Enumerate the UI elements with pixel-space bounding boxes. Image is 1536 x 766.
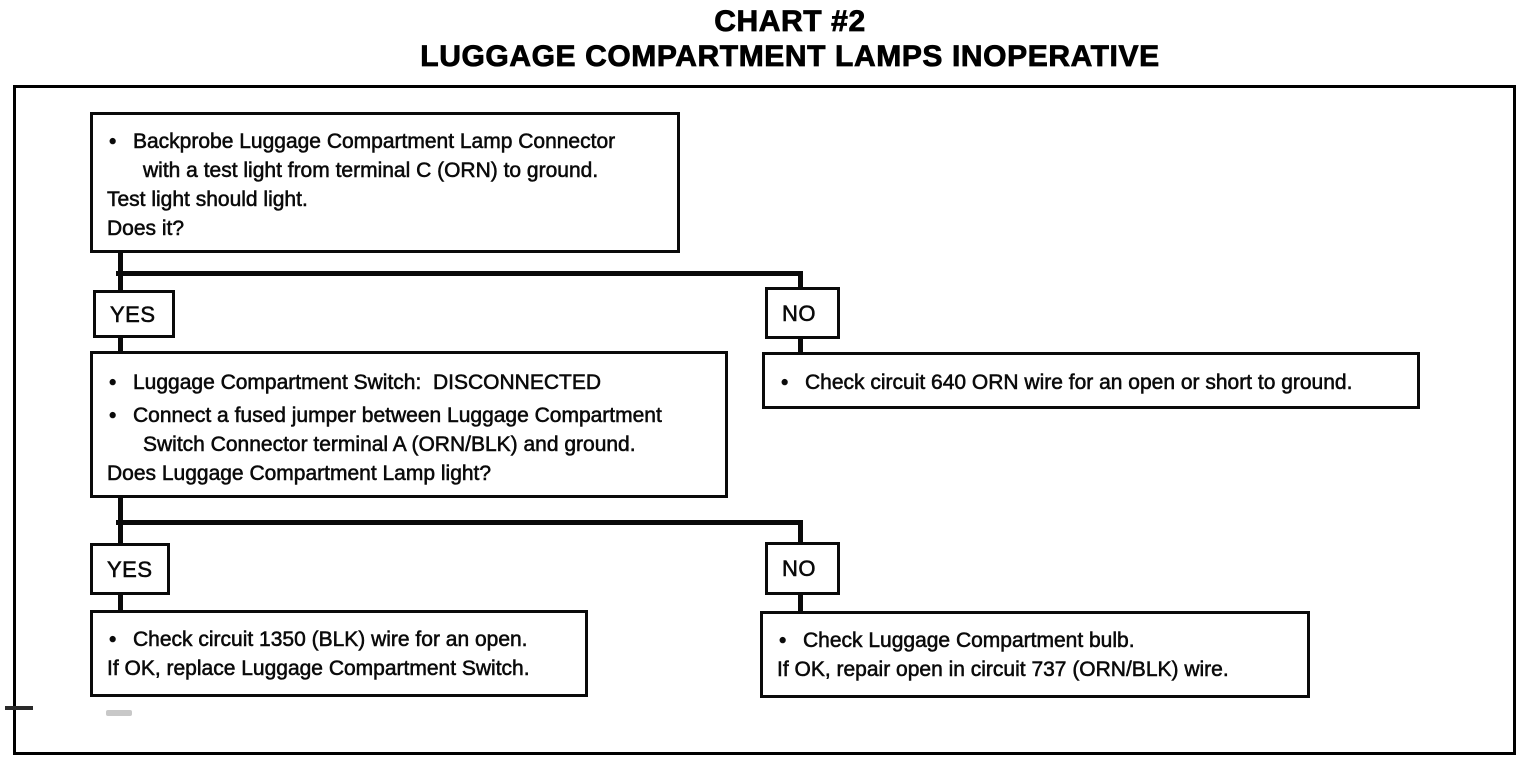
connector-branch1-bar bbox=[116, 271, 803, 276]
step2-bullet2-line2: Switch Connector terminal A (ORN/BLK) an… bbox=[143, 433, 636, 457]
bullet-icon: • bbox=[109, 628, 117, 652]
chart-title-line2: LUGGAGE COMPARTMENT LAMPS INOPERATIVE bbox=[420, 40, 1160, 74]
connector-branch2-bar bbox=[116, 520, 803, 525]
step1-bullet1-line2: with a test light from terminal C (ORN) … bbox=[143, 159, 599, 183]
connector-no2-out bbox=[798, 595, 803, 612]
scan-artifact bbox=[5, 706, 33, 710]
chart-outer-border bbox=[13, 85, 1516, 755]
connector-no1-out bbox=[798, 339, 803, 353]
branch2-yes-label: YES bbox=[107, 556, 153, 582]
connector-yes1-out bbox=[118, 338, 123, 352]
bullet-icon: • bbox=[109, 130, 117, 154]
no2-result-line1: •Check Luggage Compartment bulb. bbox=[777, 626, 1297, 655]
yes2-result-box: •Check circuit 1350 (BLK) wire for an op… bbox=[90, 610, 588, 697]
step1-statement: Test light should light. bbox=[107, 188, 308, 212]
no2-result-line2: If OK, repair open in circuit 737 (ORN/B… bbox=[777, 658, 1229, 682]
yes2-result-line1: •Check circuit 1350 (BLK) wire for an op… bbox=[107, 625, 575, 654]
step1-bullet1-line1: •Backprobe Luggage Compartment Lamp Conn… bbox=[107, 127, 667, 156]
step2-bullet1: •Luggage Compartment Switch: DISCONNECTE… bbox=[107, 368, 715, 397]
connector-branch1-no-stem bbox=[798, 271, 803, 288]
bullet-icon: • bbox=[109, 371, 117, 395]
branch1-no-box: NO bbox=[765, 287, 840, 339]
step2-box: •Luggage Compartment Switch: DISCONNECTE… bbox=[90, 351, 728, 498]
bullet-icon: • bbox=[781, 371, 789, 395]
branch1-yes-label: YES bbox=[110, 301, 156, 327]
bullet-icon: • bbox=[779, 629, 787, 653]
branch1-yes-box: YES bbox=[93, 290, 175, 338]
branch2-no-box: NO bbox=[765, 542, 840, 595]
no1-result-line: •Check circuit 640 ORN wire for an open … bbox=[779, 368, 1407, 397]
step2-question: Does Luggage Compartment Lamp light? bbox=[107, 462, 492, 486]
step1-question: Does it? bbox=[107, 217, 185, 241]
chart-title: CHART #2 LUGGAGE COMPARTMENT LAMPS INOPE… bbox=[22, 4, 1536, 74]
no1-result-box: •Check circuit 640 ORN wire for an open … bbox=[762, 352, 1420, 409]
step2-bullet2-line1: •Connect a fused jumper between Luggage … bbox=[107, 401, 715, 430]
branch2-no-label: NO bbox=[782, 556, 816, 582]
no2-result-box: •Check Luggage Compartment bulb. If OK, … bbox=[760, 611, 1310, 698]
connector-yes2-out bbox=[118, 595, 123, 611]
scan-artifact bbox=[106, 710, 132, 716]
branch1-no-label: NO bbox=[782, 300, 816, 326]
yes2-result-line2: If OK, replace Luggage Compartment Switc… bbox=[107, 657, 530, 681]
step1-box: •Backprobe Luggage Compartment Lamp Conn… bbox=[90, 112, 680, 253]
bullet-icon: • bbox=[109, 404, 117, 428]
chart-title-line1: CHART #2 bbox=[714, 5, 866, 39]
connector-branch2-no-stem bbox=[798, 520, 803, 542]
branch2-yes-box: YES bbox=[90, 543, 170, 595]
